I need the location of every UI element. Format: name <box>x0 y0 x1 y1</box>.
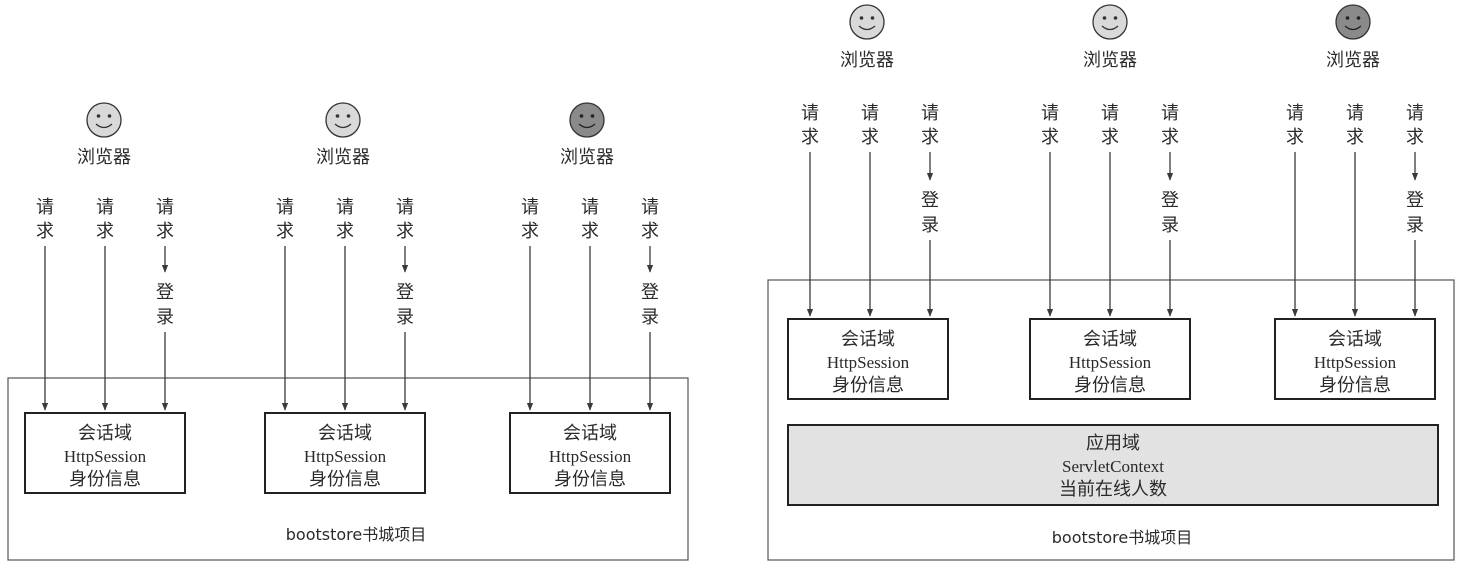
browser-label: 浏览器 <box>77 147 131 168</box>
login-label: 登录 <box>1161 190 1179 236</box>
session-info: 身份信息 <box>1319 375 1391 396</box>
session-info: 身份信息 <box>309 469 381 490</box>
left-browser-group-1: 浏览器 请求 请求 请求 登录 会话域 HttpSession 身份信息 <box>24 102 186 494</box>
session-class: HttpSession <box>1314 353 1397 372</box>
request-label: 请求 <box>156 197 174 242</box>
session-box <box>1274 318 1436 400</box>
right-browser-group-3: 浏览器 请求 请求 请求 登录 会话域 HttpSession 身份信息 <box>1274 4 1436 400</box>
session-box <box>509 412 671 494</box>
login-label: 登录 <box>641 282 659 328</box>
browser-face-icon <box>1092 4 1128 40</box>
application-box <box>787 424 1439 506</box>
request-label: 请求 <box>1161 103 1179 148</box>
session-class: HttpSession <box>64 447 147 466</box>
request-label: 请求 <box>801 103 819 148</box>
session-info: 身份信息 <box>832 375 904 396</box>
right-browser-group-2: 浏览器 请求 请求 请求 登录 会话域 HttpSession 身份信息 <box>1029 4 1191 400</box>
request-label: 请求 <box>96 197 114 242</box>
request-label: 请求 <box>1286 103 1304 148</box>
request-label: 请求 <box>1346 103 1364 148</box>
left-project-frame <box>7 377 689 561</box>
session-box <box>264 412 426 494</box>
request-label: 请求 <box>581 197 599 242</box>
left-browser-group-3: 浏览器 请求 请求 请求 登录 会话域 HttpSession 身份信息 <box>509 102 671 494</box>
left-diagram: bootstore书城项目 浏览器 请求 请求 请求 登录 会话域 HttpSe… <box>7 102 689 561</box>
request-label: 请求 <box>861 103 879 148</box>
request-label: 请求 <box>641 197 659 242</box>
left-project-label: bootstore书城项目 <box>286 525 426 544</box>
session-title: 会话域 <box>1328 329 1382 350</box>
session-info: 身份信息 <box>554 469 626 490</box>
right-browser-group-1: 浏览器 请求 请求 请求 登录 会话域 HttpSession 身份信息 <box>787 4 949 400</box>
browser-face-icon-active <box>569 102 605 138</box>
application-title: 应用域 <box>1086 433 1140 454</box>
session-box <box>24 412 186 494</box>
session-box <box>787 318 949 400</box>
right-diagram: bootstore书城项目 应用域 ServletContext 当前在线人数 … <box>767 4 1455 561</box>
request-label: 请求 <box>921 103 939 148</box>
session-title: 会话域 <box>318 423 372 444</box>
request-label: 请求 <box>396 197 414 242</box>
left-browser-group-2: 浏览器 请求 请求 请求 登录 会话域 HttpSession 身份信息 <box>264 102 426 494</box>
login-label: 登录 <box>396 282 414 328</box>
browser-label: 浏览器 <box>560 147 614 168</box>
session-class: HttpSession <box>1069 353 1152 372</box>
request-label: 请求 <box>1101 103 1119 148</box>
right-project-frame <box>767 279 1455 561</box>
right-project-label: bootstore书城项目 <box>1052 528 1192 547</box>
application-info: 当前在线人数 <box>1059 479 1167 500</box>
login-label: 登录 <box>1406 190 1424 236</box>
browser-face-icon <box>86 102 122 138</box>
browser-face-icon <box>325 102 361 138</box>
browser-label: 浏览器 <box>1083 50 1137 71</box>
request-label: 请求 <box>1041 103 1059 148</box>
session-class: HttpSession <box>549 447 632 466</box>
request-label: 请求 <box>36 197 54 242</box>
application-class: ServletContext <box>1062 457 1164 476</box>
request-label: 请求 <box>1406 103 1424 148</box>
session-title: 会话域 <box>563 423 617 444</box>
browser-face-icon-active <box>1335 4 1371 40</box>
session-title: 会话域 <box>1083 329 1137 350</box>
request-label: 请求 <box>336 197 354 242</box>
session-class: HttpSession <box>304 447 387 466</box>
session-title: 会话域 <box>78 423 132 444</box>
session-info: 身份信息 <box>1074 375 1146 396</box>
browser-label: 浏览器 <box>1326 50 1380 71</box>
request-label: 请求 <box>521 197 539 242</box>
application-scope-box: 应用域 ServletContext 当前在线人数 <box>787 424 1439 506</box>
browser-face-icon <box>849 4 885 40</box>
login-label: 登录 <box>156 282 174 328</box>
session-info: 身份信息 <box>69 469 141 490</box>
browser-label: 浏览器 <box>316 147 370 168</box>
login-label: 登录 <box>921 190 939 236</box>
session-box <box>1029 318 1191 400</box>
browser-label: 浏览器 <box>840 50 894 71</box>
session-class: HttpSession <box>827 353 910 372</box>
request-label: 请求 <box>276 197 294 242</box>
session-title: 会话域 <box>841 329 895 350</box>
